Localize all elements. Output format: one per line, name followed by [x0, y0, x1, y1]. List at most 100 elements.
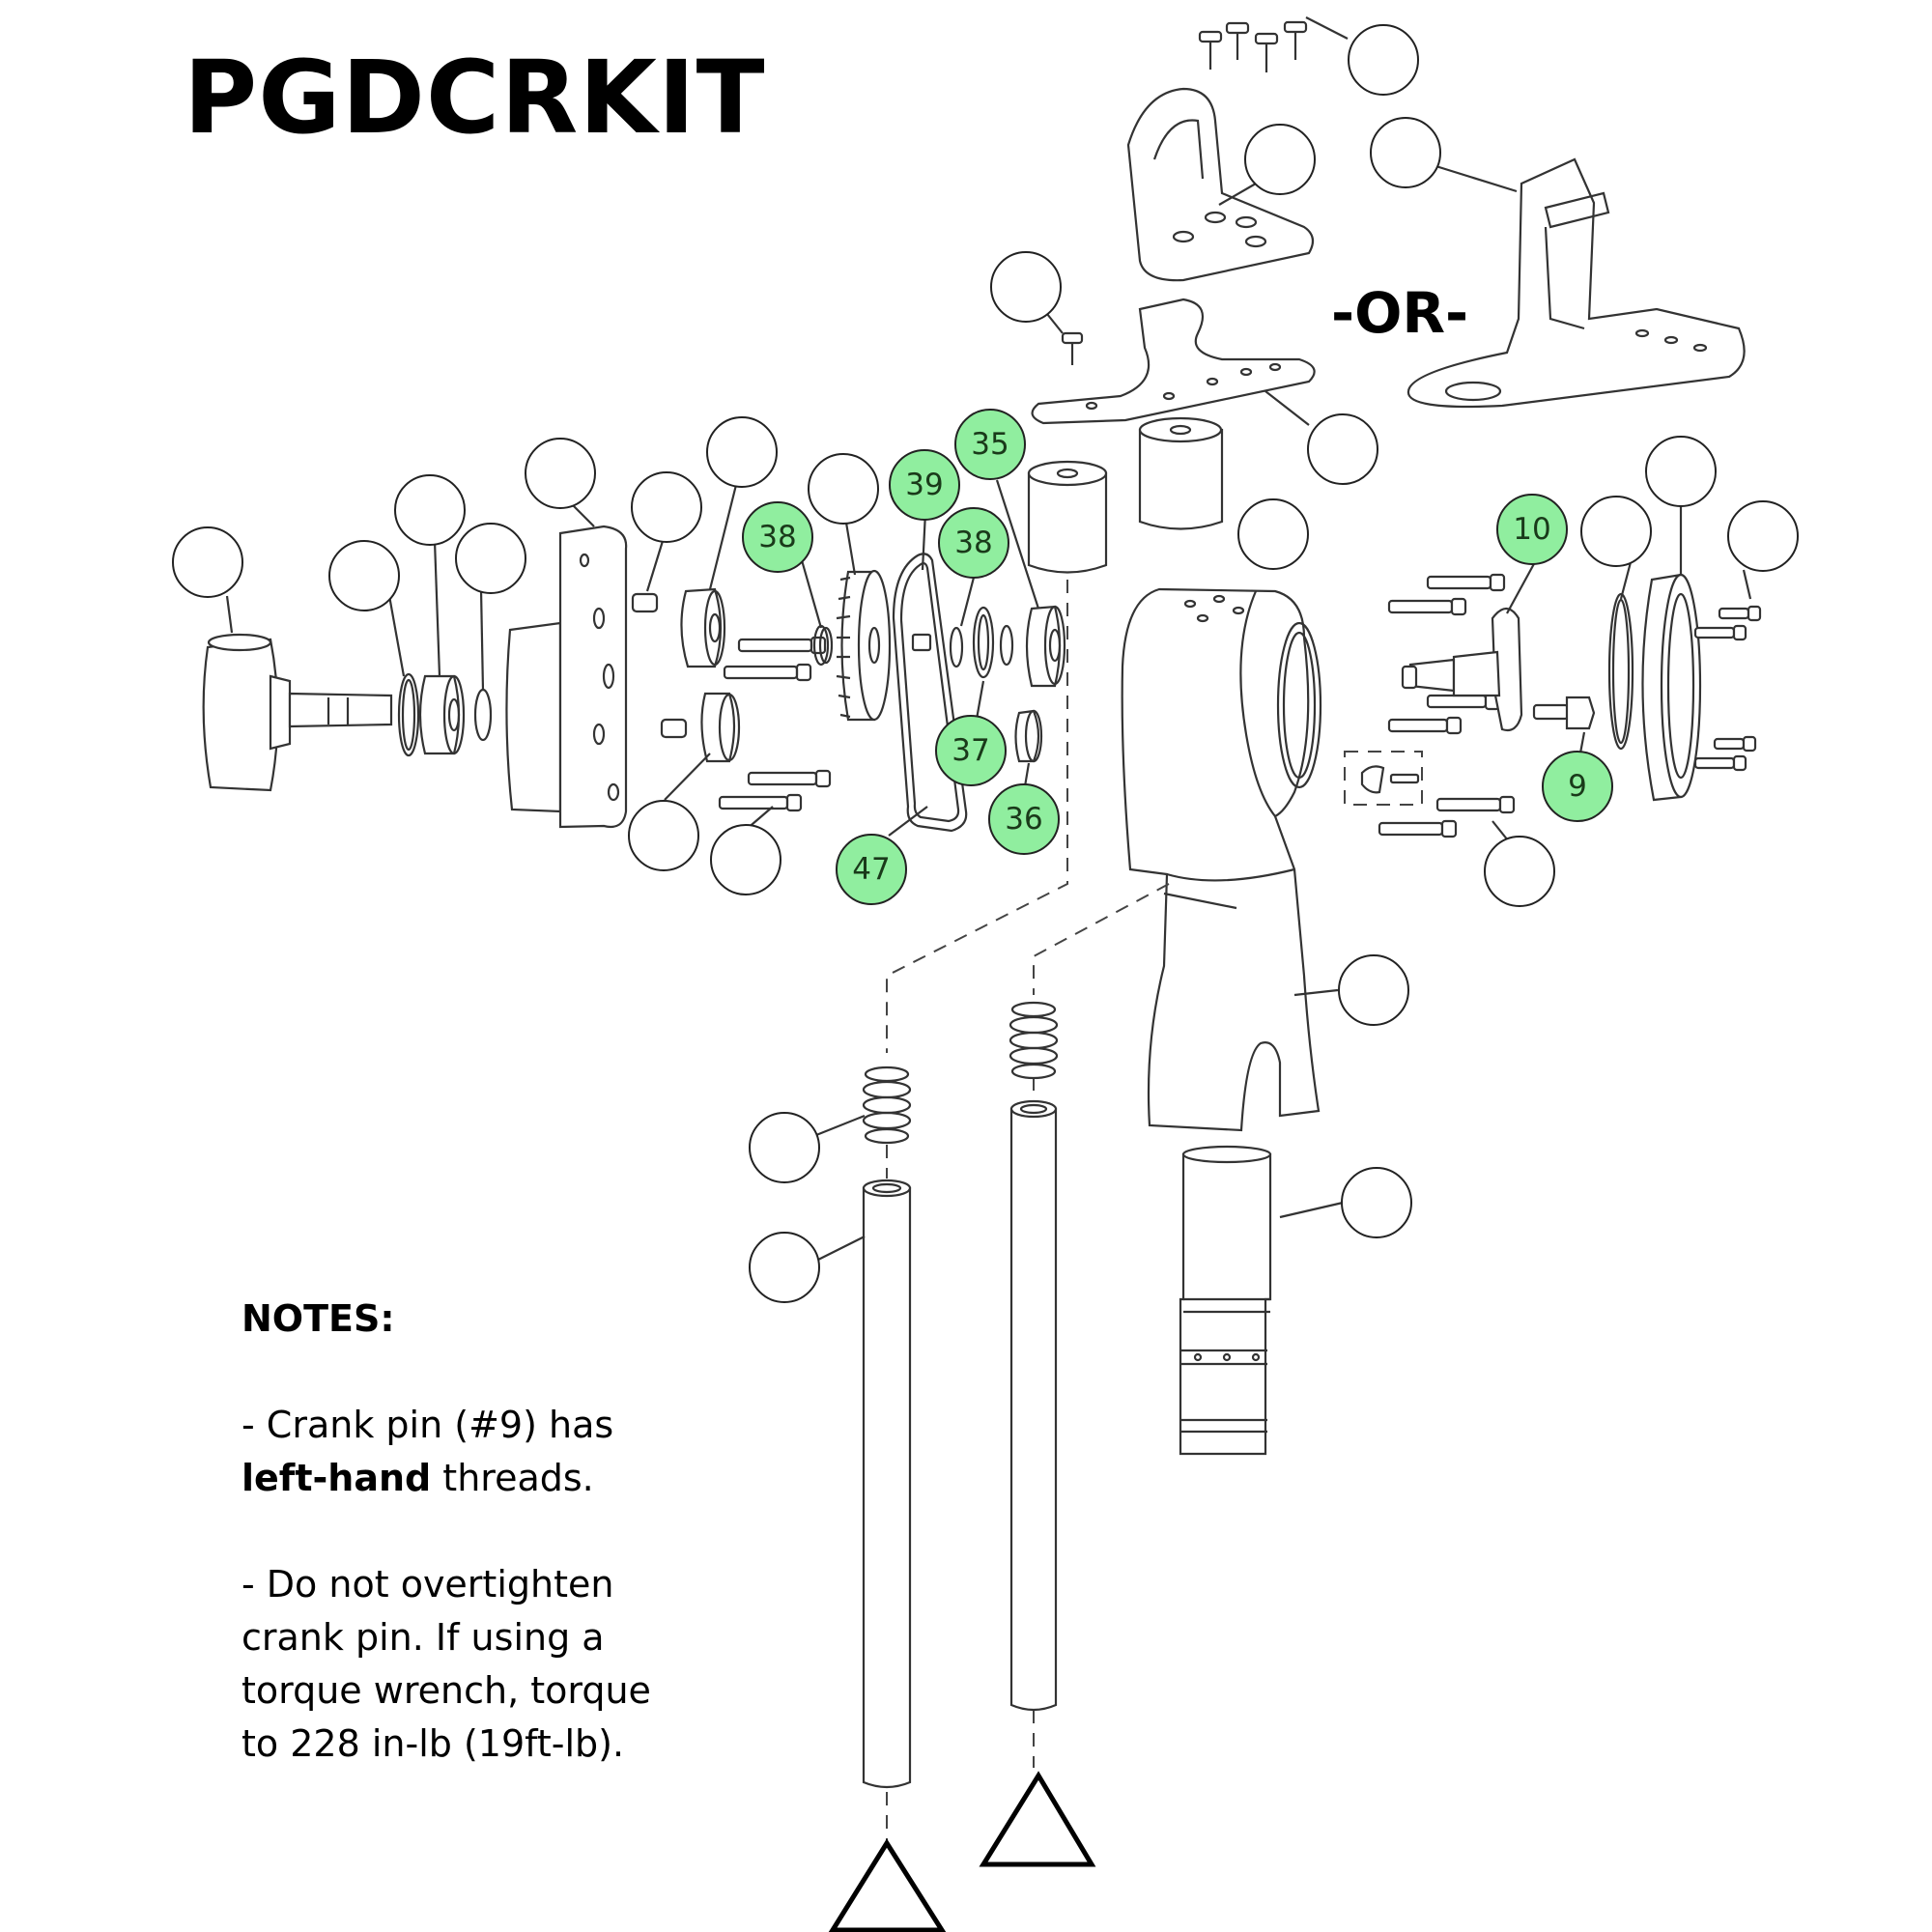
callout-circle — [1244, 124, 1316, 195]
ground-triangles — [828, 1771, 1096, 1932]
callout-number: 38 — [954, 526, 992, 560]
note-torque: - Do not overtighten crank pin. If using… — [242, 1563, 651, 1765]
callout-circle — [628, 800, 699, 871]
note1-text-b: threads. — [431, 1457, 594, 1499]
callout-circle — [710, 824, 781, 895]
callout-spacer — [1237, 498, 1309, 570]
callout-number: 38 — [758, 520, 796, 554]
callout-36: 36 — [988, 783, 1060, 855]
gear — [812, 569, 892, 722]
callout-side-screws — [1484, 836, 1555, 907]
page-title: PGDCRKIT — [184, 39, 766, 156]
callout-bushing-low — [628, 800, 699, 871]
alt-handle-bracket — [1406, 157, 1746, 409]
callout-circle — [1645, 436, 1717, 507]
callout-circles: 35 39 38 38 37 36 47 10 9 — [172, 24, 1799, 1303]
callout-circle — [172, 526, 243, 598]
dashed-trigger-box — [1344, 751, 1423, 806]
gasket — [892, 553, 968, 833]
callout-body — [1338, 954, 1409, 1026]
callout-gear — [808, 453, 879, 525]
callout-circle — [1307, 413, 1378, 485]
callout-housing-plate — [525, 438, 596, 509]
lower-cylinder — [1179, 1145, 1272, 1456]
callout-circle — [1496, 494, 1568, 565]
callout-spring — [749, 1112, 820, 1183]
callout-circle — [525, 438, 596, 509]
callout-rod — [749, 1232, 820, 1303]
rods — [862, 1099, 1058, 1789]
callout-38a: 38 — [742, 501, 813, 573]
note-crank-pin-threads: - Crank pin (#9) has left-hand threads. — [242, 1399, 686, 1505]
callout-circle — [808, 453, 879, 525]
callout-39: 39 — [889, 449, 960, 521]
callout-bearing-left — [394, 474, 466, 546]
motor-assembly — [202, 633, 393, 792]
crank-assembly — [1387, 573, 1596, 735]
callout-pin — [631, 471, 702, 543]
note1-text-a: - Crank pin (#9) has — [242, 1404, 614, 1446]
callout-37: 37 — [935, 715, 1007, 786]
callout-plate — [1307, 413, 1378, 485]
callout-circle — [1542, 751, 1613, 822]
callout-circle — [749, 1232, 820, 1303]
callout-cap-screws — [1727, 500, 1799, 572]
callout-38b: 38 — [938, 507, 1009, 579]
callout-circle — [1341, 1167, 1412, 1238]
small-screw — [1061, 331, 1084, 365]
callout-circle — [935, 715, 1007, 786]
callout-circle — [328, 540, 400, 611]
callout-number: 9 — [1568, 769, 1587, 804]
callout-circle — [749, 1112, 820, 1183]
callout-circle — [1484, 836, 1555, 907]
callout-screws-low — [710, 824, 781, 895]
callout-circle — [742, 501, 813, 573]
main-body — [1121, 587, 1322, 1132]
callout-circle — [1727, 500, 1799, 572]
callout-circle — [1580, 496, 1652, 567]
callout-circle — [1370, 117, 1441, 188]
callout-bearing-mid — [706, 416, 778, 488]
callout-handle — [1244, 124, 1316, 195]
notes-heading: NOTES: — [242, 1297, 395, 1340]
callout-circle — [394, 474, 466, 546]
top-screws — [1198, 20, 1308, 72]
callout-circle — [938, 507, 1009, 579]
springs — [862, 1001, 1059, 1145]
pins-bearings — [631, 587, 741, 763]
callout-35: 35 — [954, 409, 1026, 480]
notes-block: NOTES: - Crank pin (#9) has left-hand th… — [242, 1293, 686, 1824]
handle-bracket — [1126, 87, 1315, 282]
note1-bold: left-hand — [242, 1457, 432, 1499]
callout-small-screw — [990, 251, 1062, 323]
callout-circle — [954, 409, 1026, 480]
callout-47: 47 — [836, 834, 907, 905]
callout-9: 9 — [1542, 751, 1613, 822]
callout-number: 47 — [852, 852, 890, 887]
mounting-plate — [1031, 298, 1316, 425]
callout-number: 37 — [952, 733, 989, 768]
cap-and-oring — [1607, 573, 1762, 802]
callout-cylinder — [1341, 1167, 1412, 1238]
lower-side-screws — [1378, 795, 1516, 838]
callout-number: 35 — [971, 427, 1009, 462]
housing-screws — [718, 636, 832, 812]
spacer-cylinders — [1027, 416, 1224, 574]
callout-alt-handle — [1370, 117, 1441, 188]
callout-clip-left — [455, 523, 526, 594]
callout-circle — [1348, 24, 1419, 96]
left-ring-bearing — [397, 672, 493, 757]
callout-circle — [706, 416, 778, 488]
callout-circle — [455, 523, 526, 594]
callout-circle — [1338, 954, 1409, 1026]
callout-number: 10 — [1513, 512, 1550, 547]
callout-circle — [631, 471, 702, 543]
callout-circle — [836, 834, 907, 905]
callout-number: 39 — [905, 468, 943, 502]
callout-circle — [1237, 498, 1309, 570]
or-label: -OR- — [1331, 280, 1469, 346]
callout-number: 36 — [1005, 802, 1042, 837]
callout-circle — [889, 449, 960, 521]
